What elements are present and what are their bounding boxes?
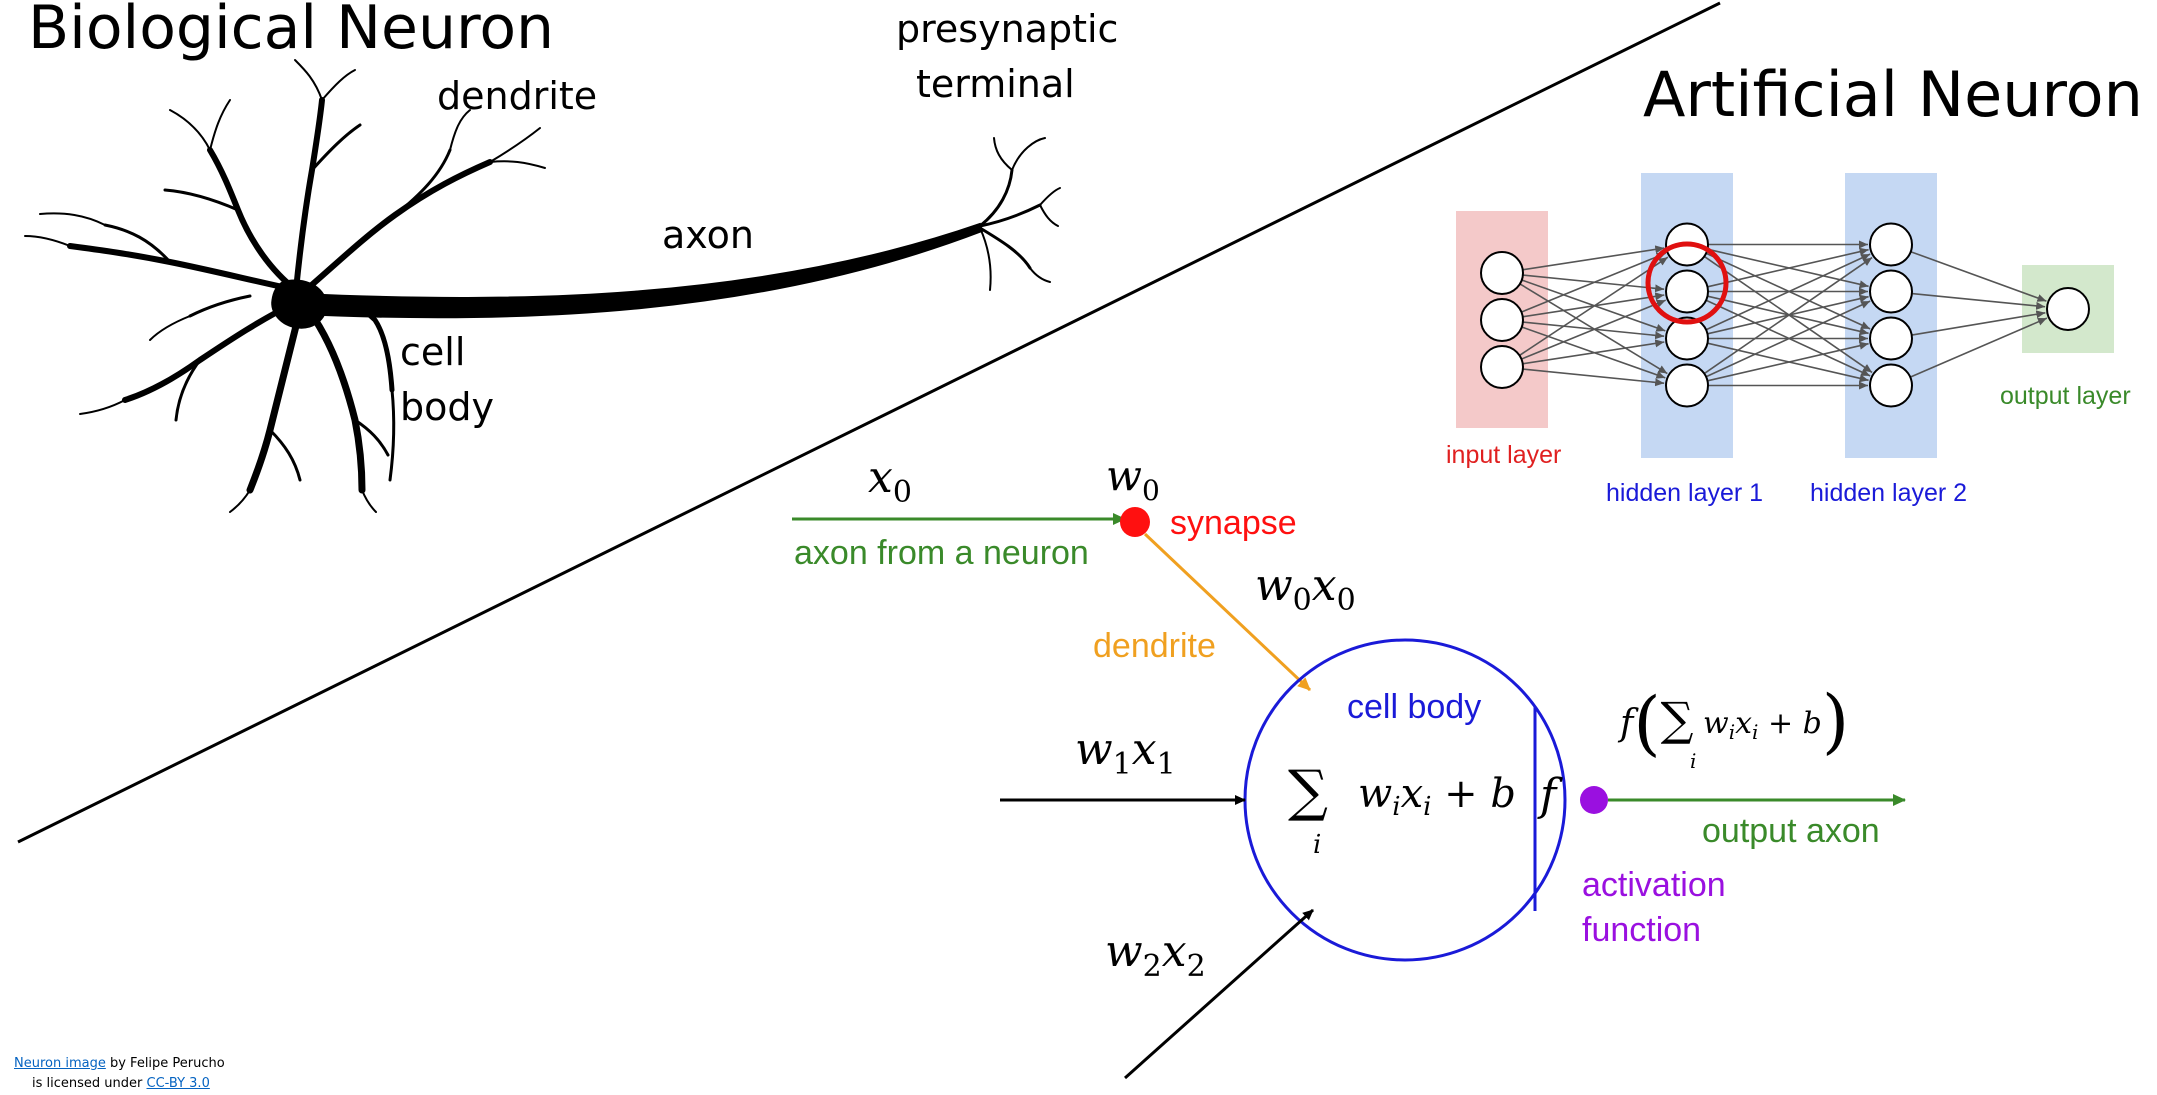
connection-l0-n2-to-n1 — [1521, 299, 1667, 360]
artificial-title: Artificial Neuron — [1643, 58, 2143, 131]
biological-title: Biological Neuron — [28, 0, 554, 63]
activation-label-2: function — [1582, 911, 1701, 949]
dendrite-label: dendrite — [1093, 627, 1216, 665]
license-text: is licensed under — [32, 1076, 147, 1091]
image-license: is licensed under CC-BY 3.0 — [32, 1074, 210, 1094]
activation-label-1: activation — [1582, 866, 1726, 904]
diagonal-divider — [17, 1, 1721, 844]
neuron-image-link[interactable]: Neuron image — [14, 1056, 106, 1071]
network-node-layer2-3 — [1869, 363, 1913, 408]
w2x2-label: w2x2 — [1105, 926, 1206, 984]
network-nodes — [1480, 222, 2090, 408]
connection-l1-n3-to-n0 — [1703, 256, 1873, 375]
connection-l1-n2-to-n0 — [1705, 253, 1871, 331]
dendrite-arrow — [1143, 532, 1312, 692]
connection-l0-n0-to-n0 — [1522, 245, 1665, 271]
network-node-layer2-0 — [1869, 222, 1913, 267]
biological-neuron-drawing — [24, 59, 1061, 513]
axon-from-neuron-label: axon from a neuron — [794, 534, 1089, 572]
axon-shape — [299, 222, 984, 319]
activation-dot — [1580, 786, 1608, 814]
network-connections — [1519, 240, 2048, 390]
credit-author: by Felipe Perucho — [105, 1056, 225, 1071]
label-body: body — [400, 385, 494, 429]
output-axon-label: output axon — [1702, 812, 1880, 850]
activation-f: f — [1537, 770, 1563, 821]
input-layer-label: input layer — [1446, 441, 1561, 469]
image-credit: Neuron image by Felipe Perucho — [14, 1054, 225, 1074]
hidden-layer-1-band — [1641, 173, 1733, 458]
label-dendrite: dendrite — [437, 74, 597, 118]
output-sum-index: i — [1690, 749, 1696, 773]
w0x0-label: w0x0 — [1255, 560, 1356, 618]
sum-terms: wixi + b — [1358, 771, 1516, 822]
network-node-layer2-2 — [1869, 316, 1913, 361]
network-node-layer0-2 — [1480, 345, 1524, 389]
connection-l2-n2-to-n0 — [1911, 310, 2046, 336]
hidden-layer-2-label: hidden layer 2 — [1810, 479, 1967, 507]
w1x1-label: w1x1 — [1075, 724, 1176, 782]
connection-l1-n1-to-n0 — [1707, 247, 1869, 288]
connection-l2-n3-to-n0 — [1909, 317, 2048, 378]
network-node-layer3-0 — [2046, 287, 2090, 331]
label-presynaptic: presynaptic — [896, 7, 1118, 51]
input-w2x2-arrow — [1124, 908, 1314, 1080]
connection-l0-n2-to-n3 — [1522, 368, 1665, 387]
sum-expression: ∑ — [1288, 759, 1328, 824]
x0-label: x0 — [868, 452, 912, 510]
network-node-layer1-3 — [1665, 363, 1709, 408]
hidden-layer-1-label: hidden layer 1 — [1606, 479, 1763, 507]
cc-by-link[interactable]: CC-BY 3.0 — [146, 1076, 210, 1091]
w0-label: w0 — [1106, 451, 1160, 507]
synapse-dot — [1120, 507, 1150, 537]
connection-l2-n1-to-n0 — [1911, 292, 2046, 310]
connection-l0-n2-to-n2 — [1522, 339, 1665, 365]
hidden-layer-2-band — [1845, 173, 1937, 458]
connection-l0-n2-to-n0 — [1519, 256, 1669, 357]
network-node-layer2-1 — [1869, 269, 1913, 314]
connection-l2-n0-to-n0 — [1910, 250, 2047, 302]
connection-l1-n3-to-n2 — [1707, 341, 1869, 382]
label-cell: cell — [400, 330, 465, 374]
network-node-layer0-0 — [1480, 251, 1524, 295]
network-node-layer1-1 — [1665, 269, 1709, 314]
synapse-label: synapse — [1170, 504, 1297, 542]
network-node-layer0-1 — [1480, 298, 1524, 342]
label-terminal: terminal — [916, 62, 1075, 106]
output-layer-label: output layer — [2000, 382, 2131, 410]
label-axon: axon — [662, 213, 754, 257]
network-node-layer1-2 — [1665, 316, 1709, 361]
connection-l1-n3-to-n1 — [1705, 300, 1871, 378]
output-expression: f(∑ wixi + b) — [1617, 680, 1849, 764]
sum-index: i — [1313, 830, 1321, 860]
cell-body-label: cell body — [1347, 688, 1481, 726]
highlight-ring — [1645, 241, 1729, 325]
network-diagram — [1456, 173, 2114, 458]
connection-l0-n1-to-n0 — [1521, 252, 1667, 313]
